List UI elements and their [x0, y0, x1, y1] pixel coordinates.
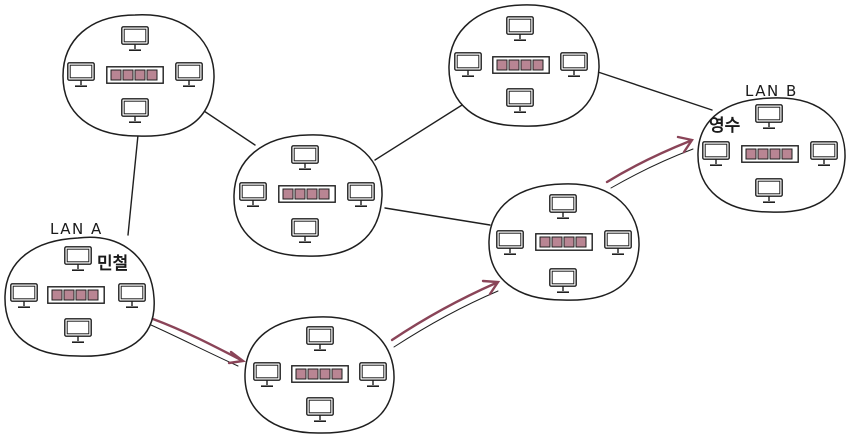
link-top-right-to-lan-b — [597, 71, 713, 111]
lan-b-network — [697, 97, 846, 213]
lan-bottom — [244, 316, 395, 434]
lan-top-right — [448, 4, 600, 127]
route-arrow-right-middle-to-lan-b — [605, 135, 694, 189]
network-switch-icon — [492, 56, 550, 74]
network-switch-icon — [741, 145, 799, 163]
route-arrow-lan-a-to-bottom — [150, 317, 247, 367]
lan-top-left — [62, 14, 215, 137]
link-top-left-to-lan-a — [127, 134, 139, 236]
lan-b-user-label: 영수 — [709, 116, 741, 136]
network-switch-icon — [278, 185, 336, 203]
link-center-to-top-right — [374, 99, 471, 161]
lan-b-label: LAN B — [745, 82, 798, 100]
network-switch-icon — [535, 233, 593, 251]
network-switch-icon — [47, 286, 105, 304]
lan-center — [233, 134, 383, 257]
lan-a-user-label: 민철 — [97, 254, 128, 274]
route-arrow-bottom-to-right-middle — [390, 279, 501, 348]
lan-right-middle — [488, 183, 640, 301]
lan-a-network — [4, 236, 155, 357]
lan-a-label: LAN A — [50, 220, 103, 238]
link-center-to-right-middle — [384, 207, 491, 226]
route-path — [150, 135, 694, 367]
network-switch-icon — [106, 66, 164, 84]
network-switch-icon — [291, 365, 349, 383]
